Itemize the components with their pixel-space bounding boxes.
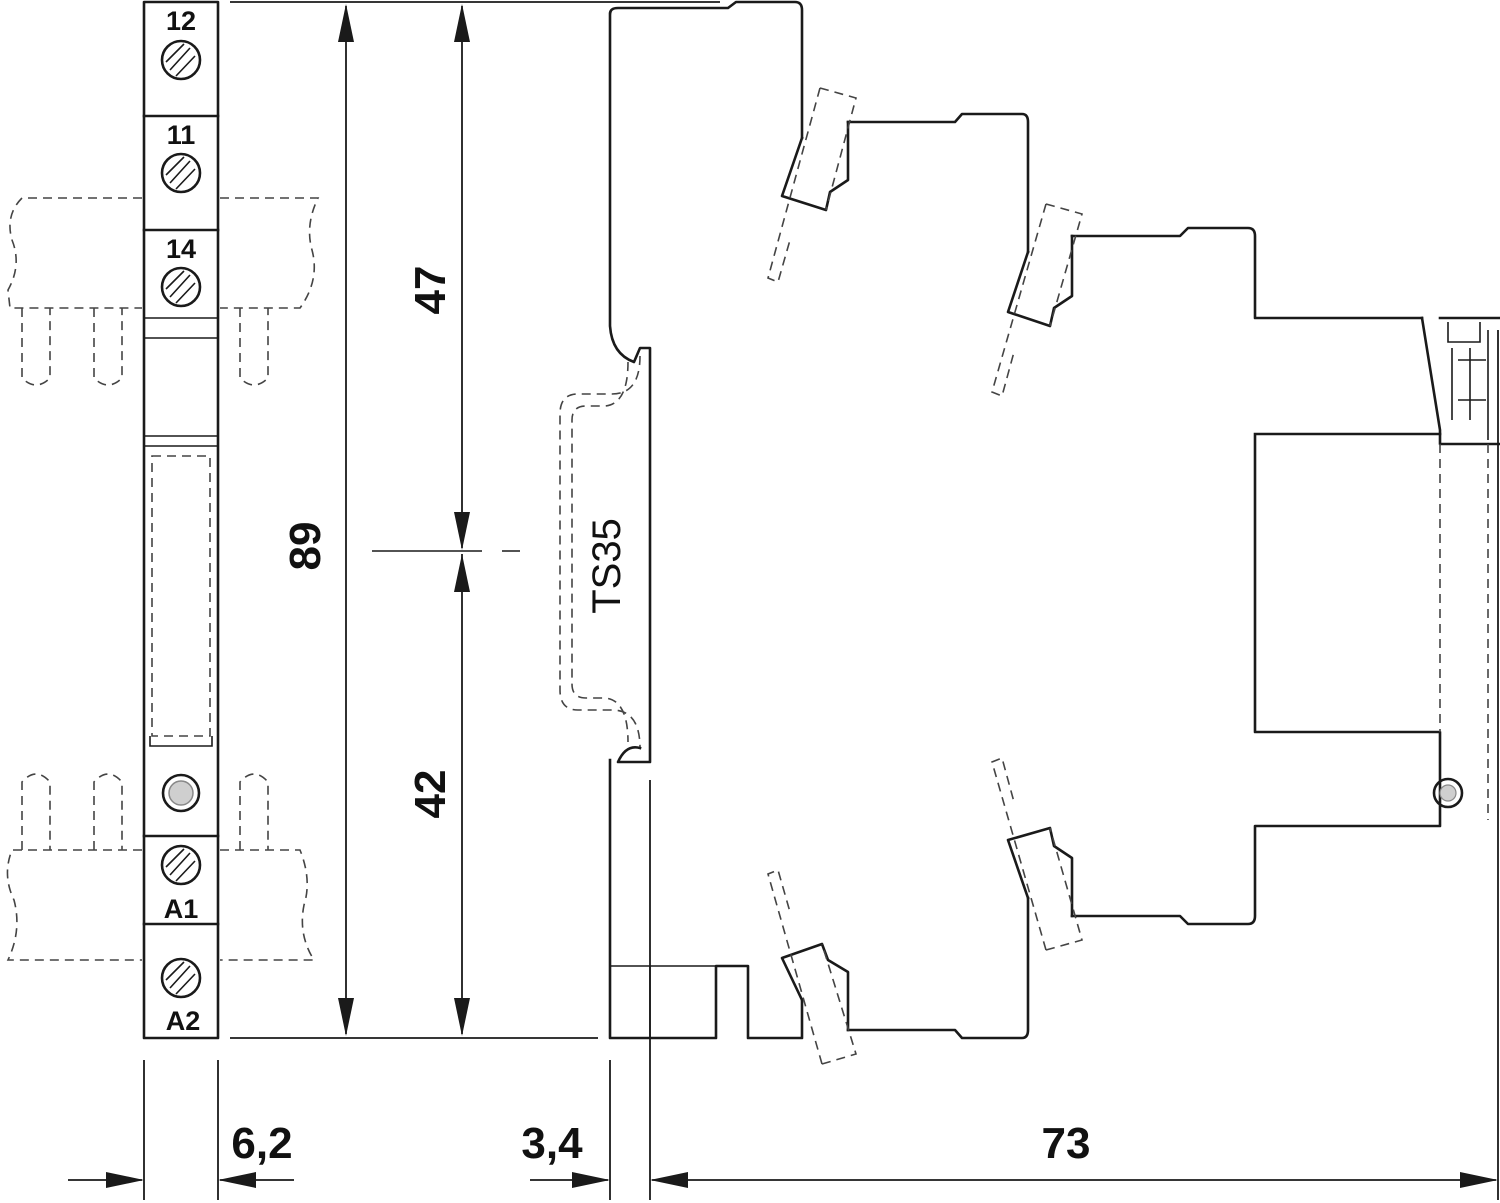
- relay-module-body: [142, 0, 220, 1040]
- vertical-dimensions: 89 47 42: [230, 1, 720, 1039]
- din-rail-label: TS35: [585, 518, 629, 614]
- jumper-bridge-lower: [6, 773, 316, 961]
- terminal-14-label: 14: [166, 234, 196, 264]
- screw-terminal-12-icon: [160, 39, 202, 81]
- side-led-icon: [1432, 777, 1464, 809]
- dimension-42-label: 42: [406, 770, 455, 819]
- side-profile-outline: [608, 0, 1442, 1040]
- dimension-6-2-label: 6,2: [231, 1119, 292, 1168]
- screw-terminal-a2-icon: [160, 957, 202, 999]
- dimension-73-label: 73: [1042, 1119, 1091, 1168]
- led-indicator-icon: [161, 773, 201, 813]
- jumper-bridge-upper: [7, 197, 320, 386]
- terminal-11-label: 11: [167, 120, 196, 150]
- relay-window: [151, 455, 211, 737]
- side-view: TS35: [559, 0, 1500, 1065]
- dimension-3-4-label: 3,4: [521, 1119, 583, 1168]
- screw-terminal-a1-icon: [160, 844, 202, 886]
- dimension-89-label: 89: [281, 522, 330, 571]
- terminal-a2-label: A2: [166, 1006, 201, 1036]
- terminal-12-label: 12: [166, 6, 196, 36]
- relay-latch: [1420, 316, 1500, 446]
- front-view: 12 11 14 A1 A2: [6, 0, 320, 1040]
- screw-terminal-11-icon: [160, 152, 202, 194]
- screw-terminal-14-icon: [160, 266, 202, 308]
- dimension-47-label: 47: [406, 266, 455, 315]
- horizontal-dimensions: 6,2 3,4 73: [68, 330, 1499, 1200]
- terminal-a1-label: A1: [164, 894, 199, 924]
